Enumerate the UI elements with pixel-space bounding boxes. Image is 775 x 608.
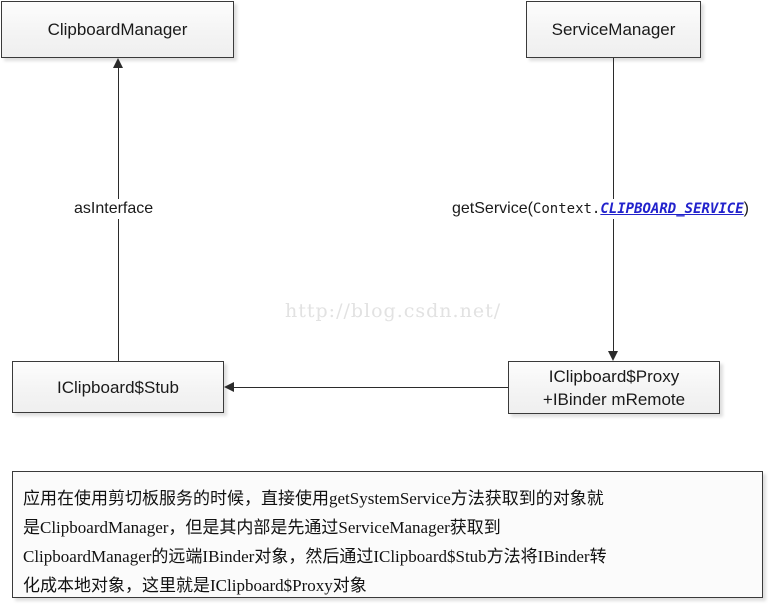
edge-getservice-arrowhead-icon xyxy=(608,351,618,361)
note-box: 应用在使用剪切板服务的时候，直接使用getSystemService方法获取到的… xyxy=(12,471,763,598)
node-iclipboard-stub-label: IClipboard$Stub xyxy=(57,377,179,397)
node-service-manager[interactable]: ServiceManager xyxy=(526,1,701,58)
note-line-3: ClipboardManager的远端IBinder对象，然后通过IClipbo… xyxy=(23,547,607,566)
edge-getservice-label-suffix: ) xyxy=(743,200,749,217)
edge-getservice-label-prefix: getService( xyxy=(452,200,533,217)
edge-asinterface-arrowhead-icon xyxy=(113,58,123,68)
edge-asinterface-label: asInterface xyxy=(71,199,157,219)
node-iclipboard-stub[interactable]: IClipboard$Stub xyxy=(12,361,224,413)
note-line-4: 化成本地对象，这里就是IClipboard$Proxy对象 xyxy=(23,576,367,595)
node-service-manager-label: ServiceManager xyxy=(551,20,676,39)
node-iclipboard-proxy-label-line2: +IBinder mRemote xyxy=(542,389,686,409)
note-line-2: 是ClipboardManager，但是其内部是先通过ServiceManage… xyxy=(23,518,501,537)
node-clipboard-manager-label: ClipboardManager xyxy=(47,20,188,39)
node-clipboard-manager[interactable]: ClipboardManager xyxy=(1,1,234,58)
watermark-text: http://blog.csdn.net/ xyxy=(285,300,502,322)
node-iclipboard-proxy[interactable]: IClipboard$Proxy +IBinder mRemote xyxy=(508,361,720,414)
edge-getservice-label-context: Context. xyxy=(532,201,601,217)
node-iclipboard-proxy-label-line1: IClipboard$Proxy xyxy=(548,366,680,386)
edge-getservice-label-constant: CLIPBOARD_SERVICE xyxy=(600,201,744,217)
edge-proxy-to-stub-line xyxy=(234,387,508,388)
edge-getservice-label: getService(Context.CLIPBOARD_SERVICE) xyxy=(449,199,752,219)
note-line-1: 应用在使用剪切板服务的时候，直接使用getSystemService方法获取到的… xyxy=(23,489,604,508)
edge-proxy-to-stub-arrowhead-icon xyxy=(224,382,234,392)
